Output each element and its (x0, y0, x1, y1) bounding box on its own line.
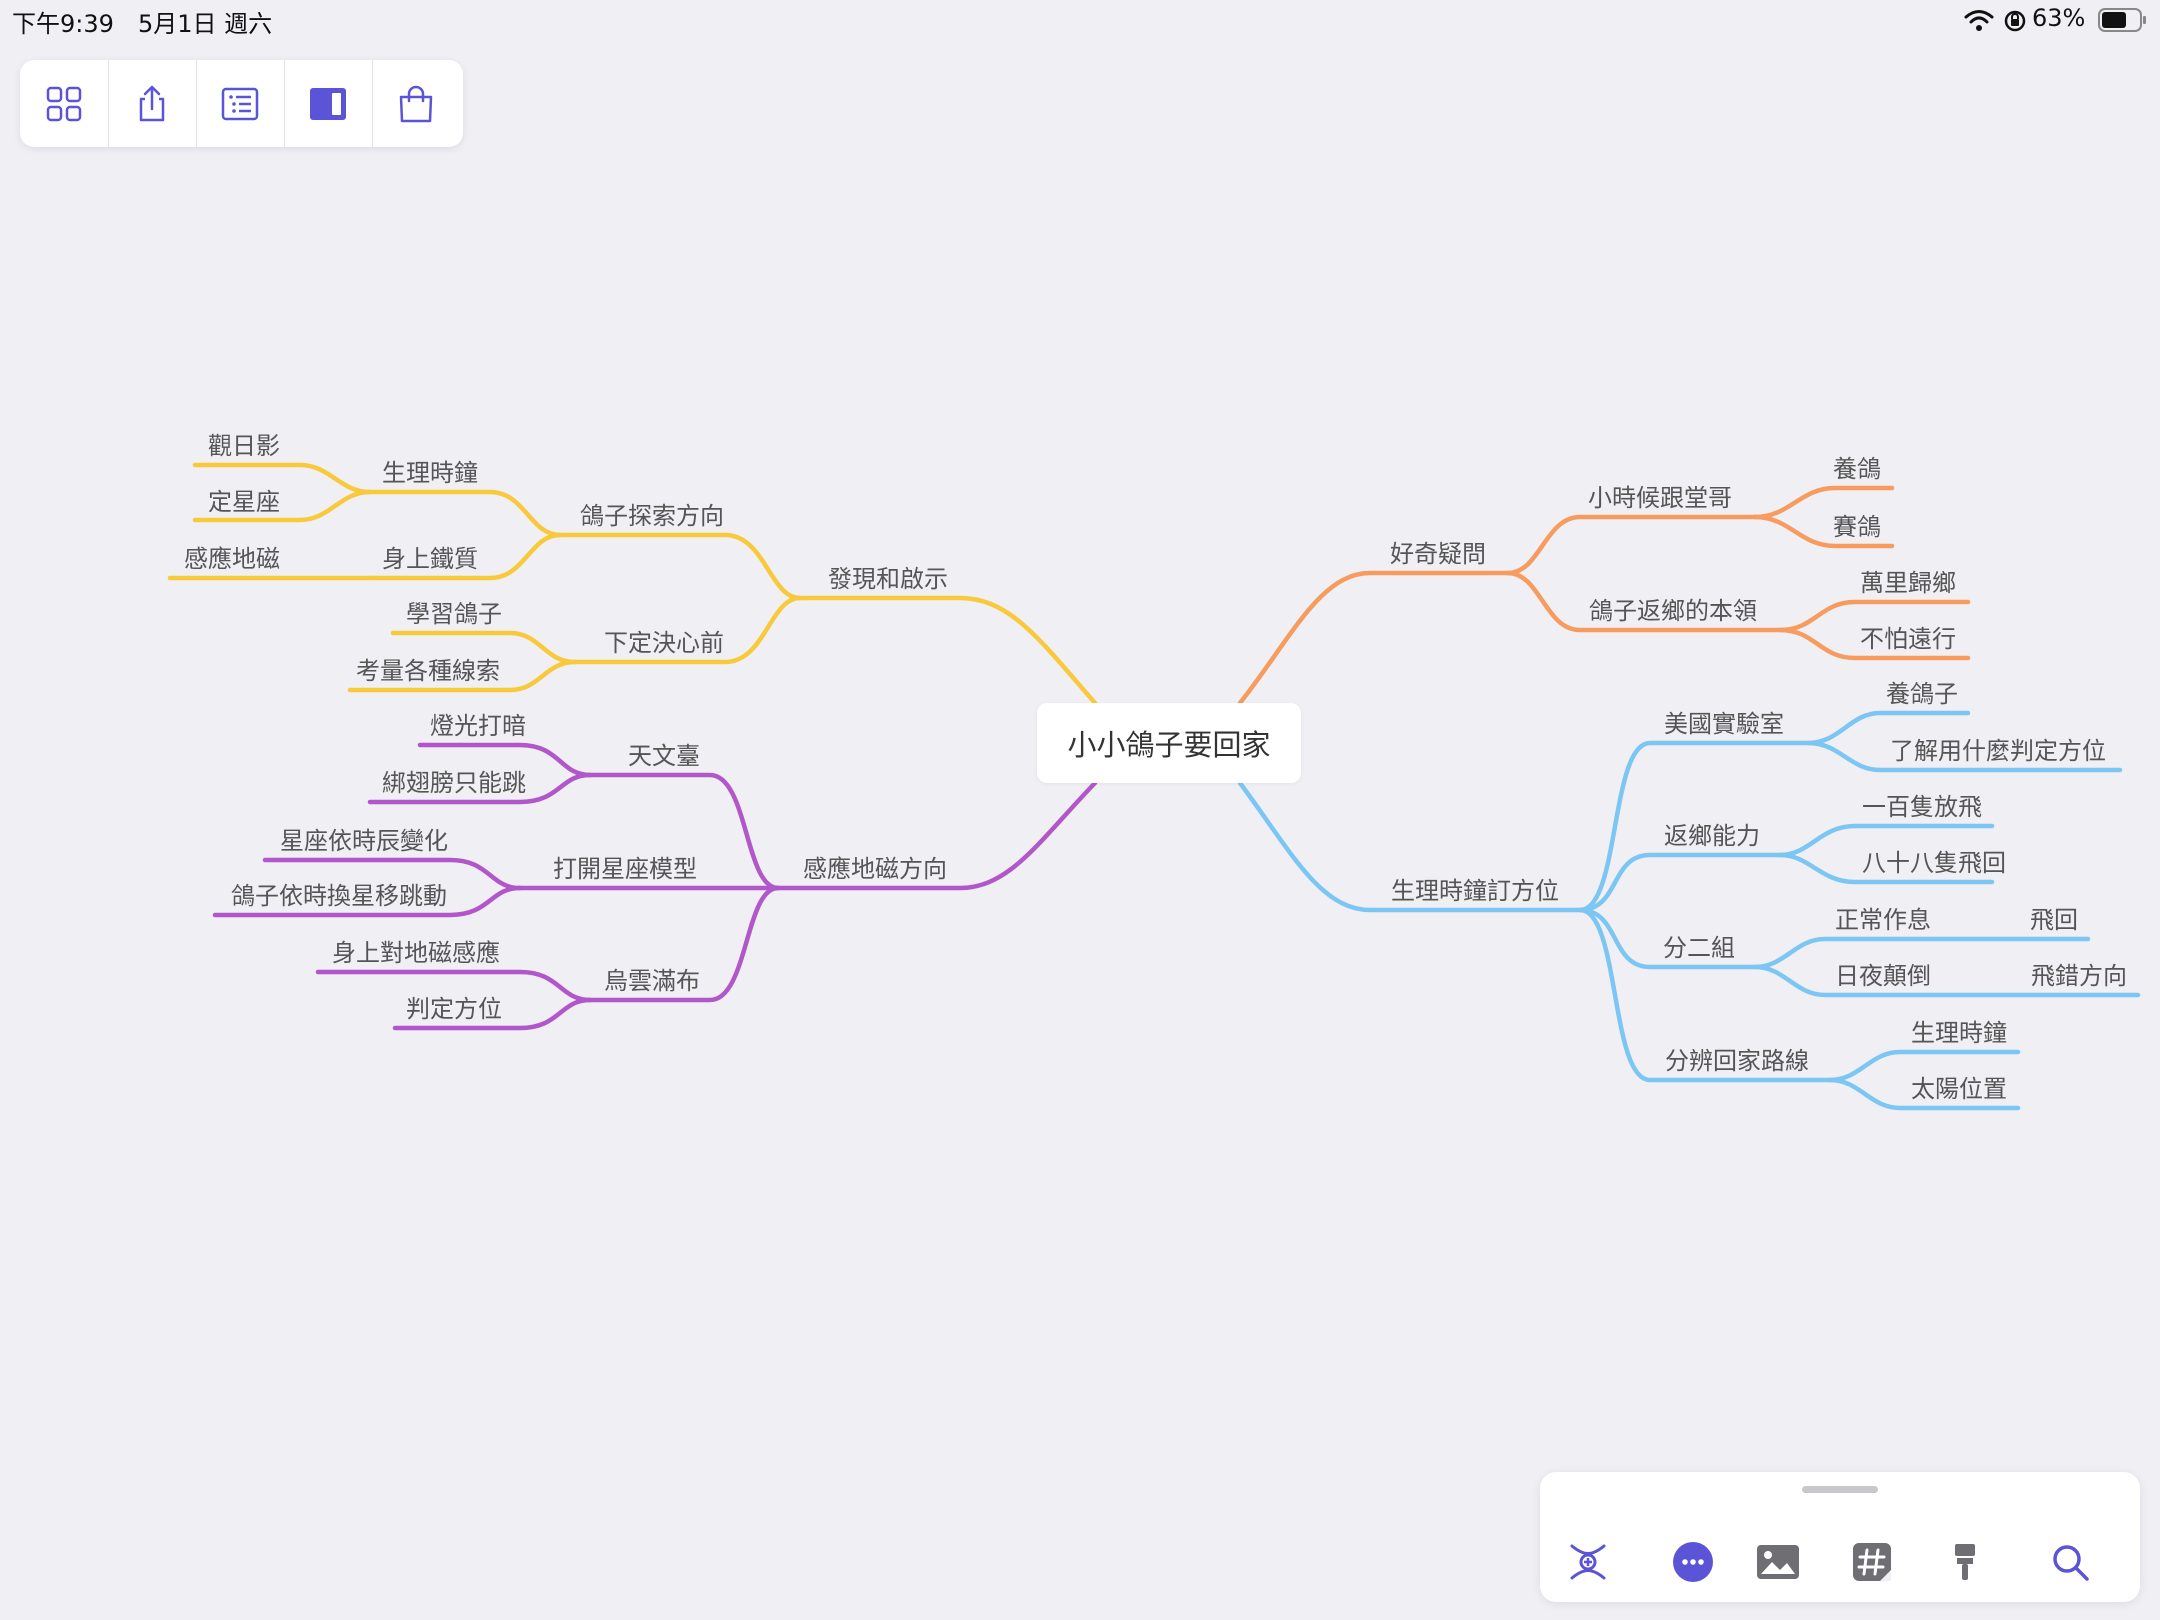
shopping-bag-icon (399, 85, 433, 122)
node-label[interactable]: 分辨回家路線 (1665, 1047, 1809, 1075)
orientation-lock-icon (2004, 10, 2026, 32)
more-button[interactable] (1663, 1532, 1723, 1592)
sidebar-button[interactable] (284, 60, 372, 147)
outline-button[interactable] (196, 60, 284, 147)
search-icon (2053, 1545, 2089, 1581)
panel-grabber[interactable] (1802, 1486, 1878, 1493)
node-label[interactable]: 下定決心前 (604, 629, 724, 657)
share-icon (139, 85, 165, 121)
central-topic-label: 小小鴿子要回家 (1067, 728, 1271, 762)
node-label[interactable]: 太陽位置 (1911, 1075, 2007, 1103)
node-label[interactable]: 小時候跟堂哥 (1588, 484, 1732, 512)
node-label[interactable]: 學習鴿子 (406, 600, 502, 628)
node-label[interactable]: 正常作息 (1835, 906, 1931, 934)
status-time: 下午9:39 (12, 10, 114, 38)
node-label[interactable]: 身上鐵質 (382, 545, 478, 573)
format-painter-button[interactable] (1935, 1532, 1995, 1592)
node-label[interactable]: 好奇疑問 (1390, 540, 1486, 568)
insert-image-button[interactable] (1748, 1532, 1808, 1592)
relationship-icon (1570, 1544, 1606, 1580)
wifi-icon (1964, 10, 1994, 31)
node-label[interactable]: 定星座 (208, 488, 280, 516)
node-label[interactable]: 星座依時辰變化 (280, 827, 448, 855)
node-label[interactable]: 感應地磁方向 (803, 855, 947, 883)
node-label[interactable]: 飛錯方向 (2031, 962, 2127, 990)
image-icon (1757, 1545, 1799, 1579)
node-label[interactable]: 身上對地磁感應 (332, 939, 500, 967)
node-label[interactable]: 生理時鐘訂方位 (1391, 877, 1559, 905)
status-date: 5月1日 週六 (138, 10, 273, 38)
node-label[interactable]: 日夜顛倒 (1835, 962, 1931, 990)
node-label[interactable]: 綁翅膀只能跳 (382, 769, 526, 797)
status-bar: 下午9:39 5月1日 週六 63% (0, 0, 2160, 40)
share-button[interactable] (108, 60, 196, 147)
node-label[interactable]: 生理時鐘 (1911, 1019, 2007, 1047)
node-label[interactable]: 鴿子返鄉的本領 (1589, 597, 1757, 625)
node-label[interactable]: 判定方位 (406, 995, 502, 1023)
search-button[interactable] (2040, 1532, 2100, 1592)
grid-button[interactable] (20, 60, 108, 147)
store-button[interactable] (372, 60, 460, 147)
node-label[interactable]: 考量各種線索 (356, 657, 500, 685)
node-label[interactable]: 美國實驗室 (1664, 710, 1784, 738)
bottom-toolbar (1540, 1472, 2140, 1602)
node-label[interactable]: 飛回 (2030, 906, 2078, 934)
node-label[interactable]: 萬里歸鄉 (1860, 569, 1956, 597)
node-label[interactable]: 打開星座模型 (553, 855, 697, 883)
node-label[interactable]: 不怕遠行 (1860, 625, 1956, 653)
outline-icon (221, 87, 259, 120)
battery-percent: 63% (2032, 4, 2086, 32)
battery-icon (2098, 8, 2146, 32)
branch-connectors-blue (1237, 710, 2141, 1111)
node-label[interactable]: 天文臺 (628, 742, 700, 770)
node-label[interactable]: 觀日影 (208, 432, 280, 460)
relationship-button[interactable] (1558, 1532, 1618, 1592)
hashtag-icon (1853, 1543, 1891, 1581)
node-label[interactable]: 生理時鐘 (382, 459, 478, 487)
node-label[interactable]: 了解用什麼判定方位 (1890, 737, 2106, 765)
branch-connectors-yellow (167, 462, 1098, 706)
node-label[interactable]: 八十八隻飛回 (1862, 849, 2006, 877)
node-label[interactable]: 養鴿子 (1886, 680, 1958, 708)
node-label[interactable]: 鴿子依時換星移跳動 (231, 882, 447, 910)
node-label[interactable]: 鴿子探索方向 (580, 502, 724, 530)
sidebar-icon (310, 87, 346, 120)
insert-tag-button[interactable] (1842, 1532, 1902, 1592)
node-label[interactable]: 感應地磁 (184, 545, 280, 573)
grid-icon (46, 86, 82, 121)
branch-connectors-purple (212, 742, 1098, 1031)
branch-connectors-orange (1237, 485, 1971, 706)
top-toolbar (20, 60, 463, 147)
node-label[interactable]: 發現和啟示 (828, 565, 948, 593)
node-label[interactable]: 分二組 (1663, 934, 1735, 962)
format-painter-icon (1955, 1544, 1975, 1580)
more-icon (1673, 1542, 1713, 1582)
node-label[interactable]: 燈光打暗 (430, 712, 526, 740)
node-label[interactable]: 賽鴿 (1833, 513, 1881, 541)
node-label[interactable]: 烏雲滿布 (604, 967, 700, 995)
node-label[interactable]: 返鄉能力 (1664, 822, 1760, 850)
node-label[interactable]: 養鴿 (1833, 455, 1881, 483)
node-label[interactable]: 一百隻放飛 (1862, 793, 1982, 821)
central-topic[interactable]: 小小鴿子要回家 (1037, 703, 1301, 783)
